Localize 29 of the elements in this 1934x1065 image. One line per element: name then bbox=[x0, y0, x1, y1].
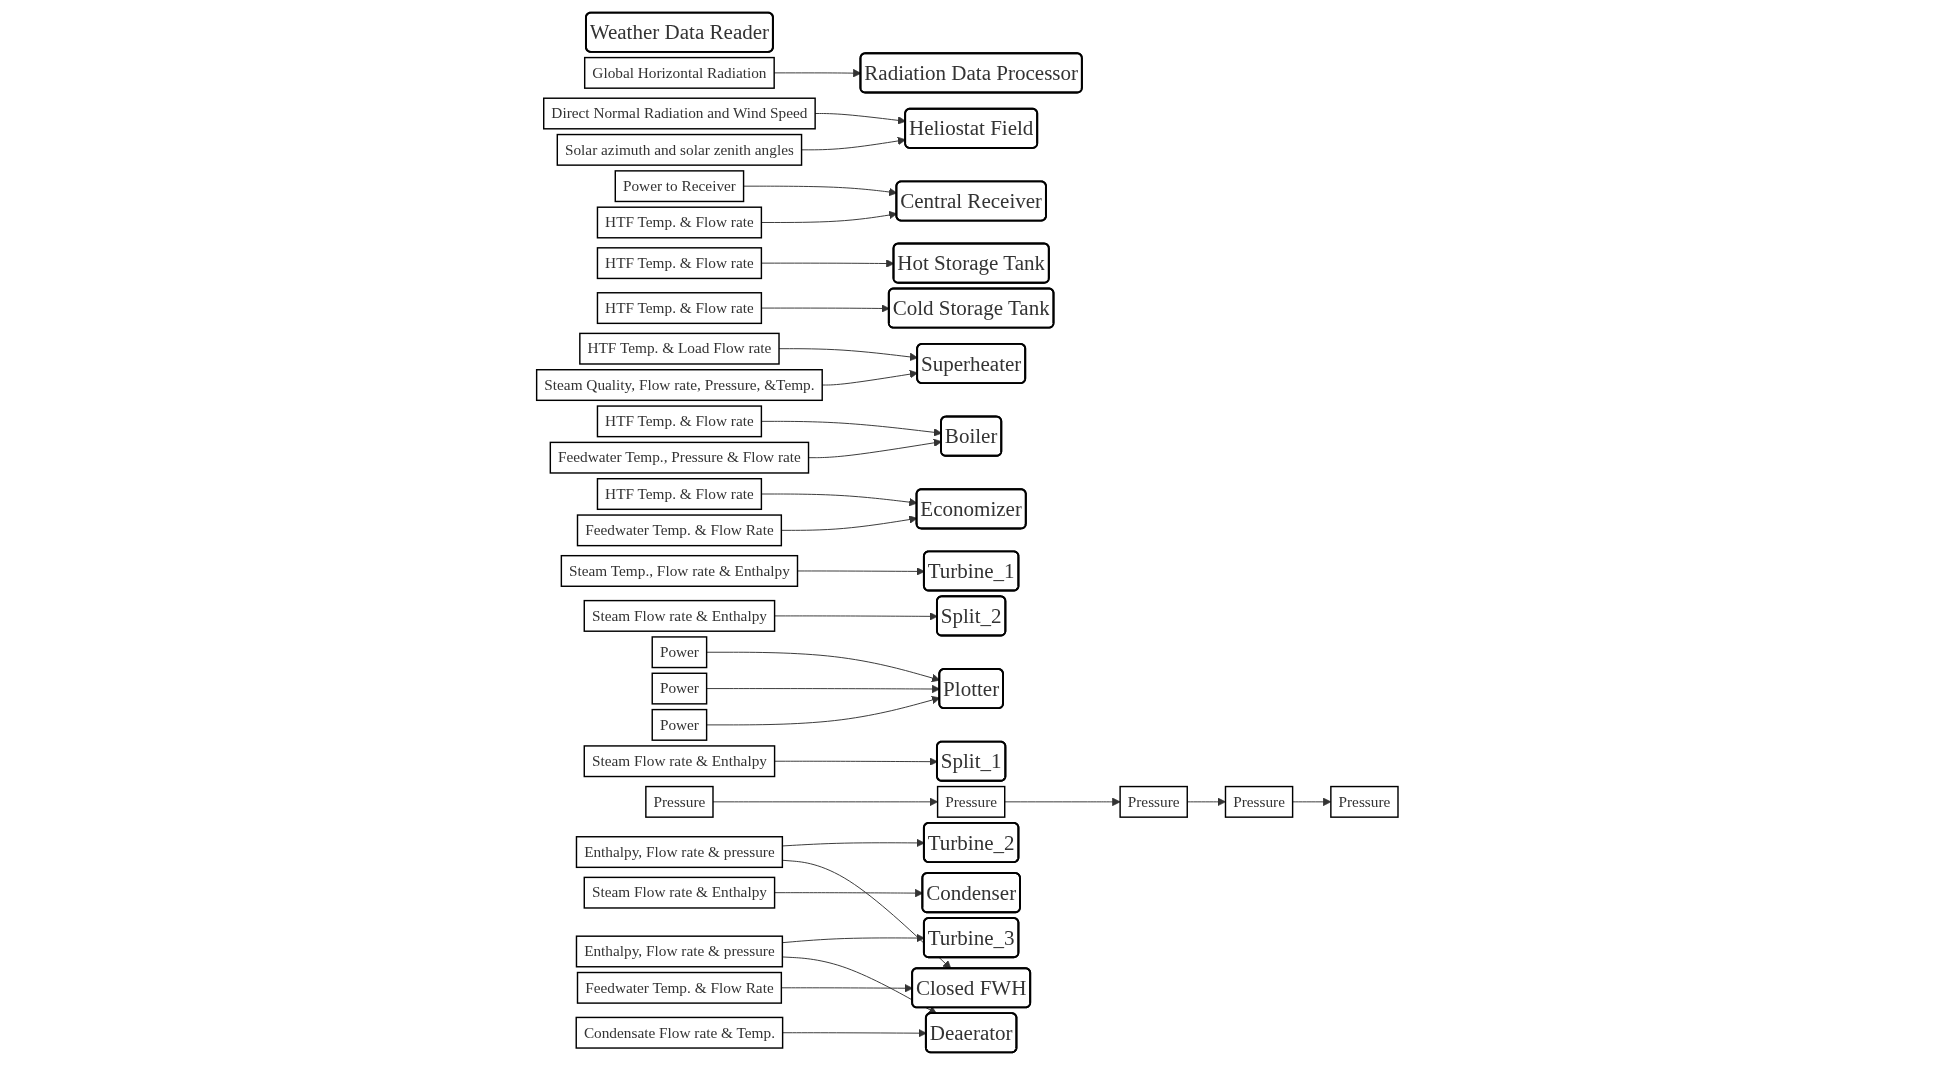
node-box: HTF Temp. & Flow rate bbox=[596, 247, 762, 280]
node-box: Steam Temp., Flow rate & Enthalpy bbox=[560, 554, 798, 587]
node-box: Pressure bbox=[644, 785, 714, 818]
node-box: Steam Flow rate & Enthalpy bbox=[583, 599, 775, 632]
node-box: Pressure bbox=[1119, 785, 1188, 818]
node-box: Power bbox=[651, 636, 707, 669]
node-box: HTF Temp. & Flow rate bbox=[596, 478, 762, 511]
node-box: Global Horizontal Radiation bbox=[583, 56, 775, 89]
node-box: Pressure bbox=[1329, 785, 1399, 818]
node-box: Pressure bbox=[936, 785, 1006, 818]
node-box: Power bbox=[651, 708, 707, 741]
node-box: Feedwater Temp. & Flow Rate bbox=[576, 971, 782, 1004]
node-box: Enthalpy, Flow rate & pressure bbox=[575, 836, 783, 869]
node-box: Solar azimuth and solar zenith angles bbox=[556, 133, 802, 166]
node-box: Pressure bbox=[1224, 785, 1293, 818]
node-box: HTF Temp. & Flow rate bbox=[596, 206, 762, 239]
node-box: Power bbox=[651, 672, 707, 705]
node-box: Feedwater Temp., Pressure & Flow rate bbox=[549, 441, 809, 474]
node-box: Steam Flow rate & Enthalpy bbox=[583, 745, 775, 778]
node-box: Power to Receiver bbox=[614, 170, 744, 203]
node-box: Condensate Flow rate & Temp. bbox=[575, 1016, 783, 1049]
node-box: Steam Flow rate & Enthalpy bbox=[583, 876, 775, 909]
node-box: Direct Normal Radiation and Wind Speed bbox=[542, 97, 816, 130]
node-box: Steam Quality, Flow rate, Pressure, &Temp. bbox=[535, 369, 823, 402]
node-box: Feedwater Temp. & Flow Rate bbox=[576, 514, 782, 547]
node-box: HTF Temp. & Flow rate bbox=[596, 292, 762, 325]
node-box: HTF Temp. & Flow rate bbox=[596, 405, 762, 438]
node-box: HTF Temp. & Load Flow rate bbox=[578, 332, 780, 365]
node-box: Enthalpy, Flow rate & pressure bbox=[575, 935, 783, 968]
